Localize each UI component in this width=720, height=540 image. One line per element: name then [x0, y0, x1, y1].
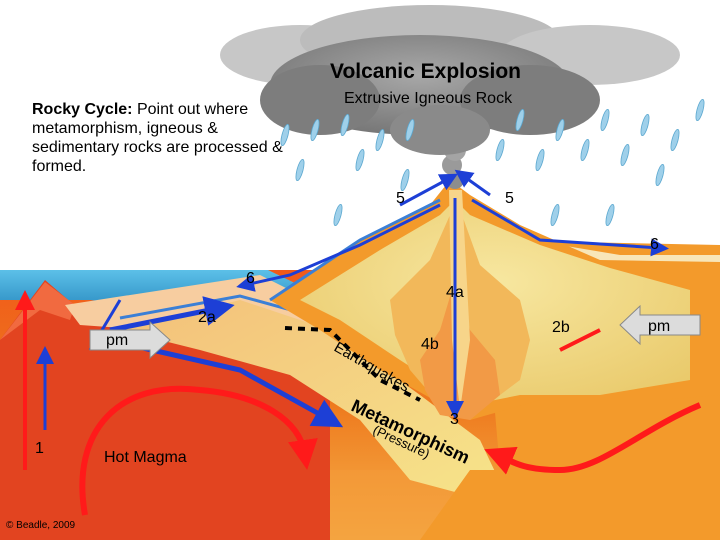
cloud-subtitle: Extrusive Igneous Rock	[344, 90, 512, 108]
label-pm-right: pm	[648, 318, 670, 336]
label-4a: 4a	[446, 284, 464, 302]
arrow-5-right	[462, 175, 490, 195]
cloud-title: Volcanic Explosion	[330, 60, 521, 84]
label-5-left: 5	[396, 190, 405, 208]
label-pm-left: pm	[106, 332, 128, 350]
label-2b: 2b	[552, 319, 570, 337]
label-6-left: 6	[246, 270, 255, 288]
hot-magma-label: Hot Magma	[104, 449, 187, 467]
label-4b: 4b	[421, 336, 439, 354]
intro-text: Rocky Cycle: Point out where metamorphis…	[32, 100, 287, 176]
label-5-right: 5	[505, 190, 514, 208]
copyright: © Beadle, 2009	[6, 520, 75, 531]
intro-bold: Rocky Cycle:	[32, 101, 133, 118]
label-2a: 2a	[198, 309, 216, 327]
label-6-right: 6	[650, 236, 659, 254]
label-1: 1	[35, 440, 44, 458]
label-3: 3	[450, 411, 459, 429]
